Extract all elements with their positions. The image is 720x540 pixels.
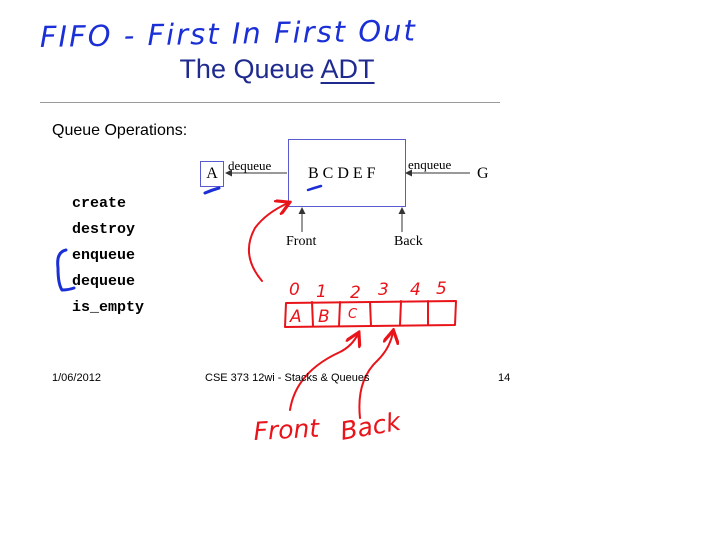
incoming-item: G (477, 165, 489, 182)
front-note-arrow (289, 334, 358, 411)
array-outline (284, 300, 457, 328)
operation-create: create (72, 195, 127, 212)
sketch-link-arrow (247, 203, 288, 282)
array-index: 3 (378, 280, 389, 300)
operation-destroy: destroy (72, 221, 136, 238)
footer-date: 1/06/2012 (52, 372, 101, 384)
array-cell: C (348, 307, 358, 322)
title-emphasis: ADT (320, 54, 375, 84)
array-index: 1 (316, 282, 327, 302)
dequeued-item-box: A (200, 161, 224, 187)
title-divider (40, 102, 500, 103)
front-handwritten-note: Front (253, 414, 321, 446)
dequeued-item: A (206, 165, 218, 182)
back-handwritten-note: Back (338, 407, 404, 446)
operation-dequeue: dequeue (72, 273, 136, 290)
array-cells: A B C (289, 307, 358, 327)
dequeue-label: dequeue (228, 158, 272, 173)
slide-title: The Queue ADT (0, 54, 554, 85)
enqueue-dequeue-bracket (56, 248, 76, 292)
back-note-arrow (358, 332, 393, 419)
front-label: Front (286, 234, 317, 249)
operation-enqueue: enqueue (72, 247, 136, 264)
handwritten-heading-text: FIFO - First In First Out (40, 13, 418, 54)
array-index: 2 (350, 283, 361, 303)
footer-course: CSE 373 12wi - Stacks & Queues (205, 372, 370, 384)
back-label: Back (394, 234, 423, 249)
array-index: 5 (436, 279, 447, 299)
array-indices: 0 1 2 3 4 5 (289, 279, 447, 303)
array-index: 4 (410, 280, 421, 300)
queue-contents: B C D E F (308, 165, 376, 182)
array-cell-dividers (311, 300, 429, 327)
enqueue-label: enqueue (408, 157, 452, 172)
title-prefix: The Queue (179, 54, 315, 84)
dequeued-underline (203, 186, 221, 195)
array-index: 0 (289, 280, 300, 300)
operations-heading: Queue Operations: (52, 122, 188, 139)
array-cell: B (318, 307, 330, 327)
front-item-underline (306, 184, 323, 192)
footer-page-number: 14 (498, 372, 511, 384)
operation-is-empty: is_empty (72, 299, 145, 316)
array-cell: A (289, 307, 302, 327)
